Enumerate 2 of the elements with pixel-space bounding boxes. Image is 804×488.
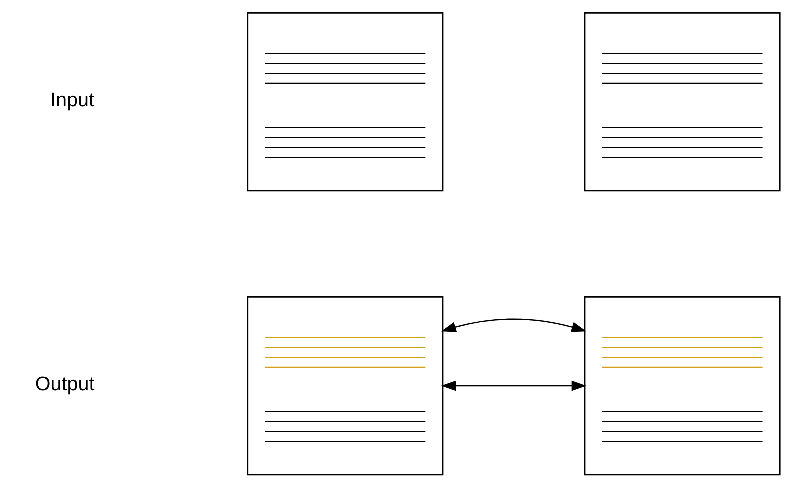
label: Output: [34, 374, 94, 396]
label: Input: [50, 90, 94, 112]
